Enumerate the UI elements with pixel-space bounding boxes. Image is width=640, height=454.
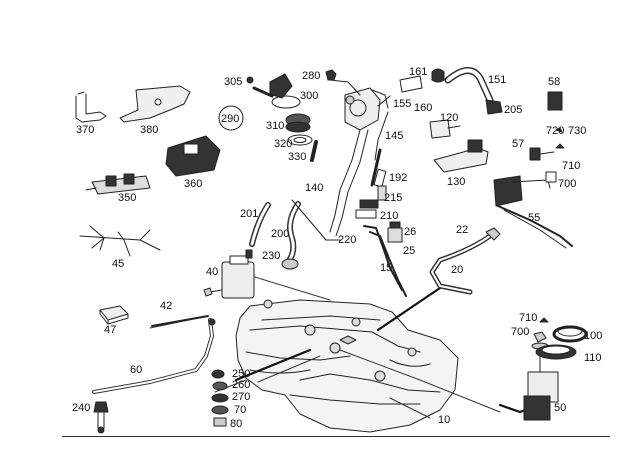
callout-300: 300 [300, 90, 319, 102]
fuel-tank [235, 299, 459, 433]
callout-370: 370 [76, 124, 95, 136]
callout-250: 250 [232, 368, 251, 380]
callout-730: 730 [568, 125, 587, 137]
callout-20: 20 [451, 264, 464, 276]
callout-200: 200 [271, 228, 290, 240]
callout-220: 220 [338, 234, 357, 246]
callout-45: 45 [112, 258, 125, 270]
ring-110 [535, 344, 577, 360]
pump-module-50 [523, 342, 559, 421]
ring-100 [552, 325, 588, 343]
callout-240: 240 [72, 402, 91, 414]
callout-270: 270 [232, 391, 251, 403]
callout-215: 215 [384, 192, 403, 204]
valve-120 [429, 119, 461, 139]
callout-330: 330 [288, 151, 307, 163]
fuel-pump [203, 249, 255, 299]
small-pipes [355, 148, 387, 219]
pad-47 [99, 305, 129, 325]
callout-700-lower: 700 [511, 326, 530, 338]
callout-320: 320 [274, 138, 293, 150]
callout-55: 55 [528, 212, 541, 224]
bracket-370 [75, 91, 107, 123]
callout-42: 42 [160, 300, 173, 312]
bracket-130 [433, 139, 489, 173]
filler-hoses [249, 199, 341, 270]
callout-380: 380 [140, 124, 159, 136]
mount-bushings [211, 369, 229, 427]
callout-145: 145 [385, 130, 404, 142]
sensors-top-right [529, 91, 565, 183]
callout-230: 230 [262, 250, 281, 262]
sender-55 [493, 175, 573, 249]
callout-161: 161 [409, 66, 428, 78]
callout-80: 80 [230, 418, 243, 430]
part-290-circle [218, 105, 244, 131]
baseline [62, 436, 610, 437]
callout-710: 710 [562, 160, 581, 172]
rod-42 [151, 315, 209, 327]
callout-100: 100 [584, 330, 603, 342]
callout-280: 280 [302, 70, 321, 82]
callout-360: 360 [184, 178, 203, 190]
callout-57: 57 [512, 138, 525, 150]
callout-130: 130 [447, 176, 466, 188]
wire-harness-45 [79, 225, 161, 257]
callout-10: 10 [438, 414, 451, 426]
callout-700: 700 [558, 178, 577, 190]
callout-50: 50 [554, 402, 567, 414]
module-360 [165, 135, 221, 177]
fuel-lines [363, 221, 501, 297]
callout-201: 201 [240, 208, 259, 220]
callout-151: 151 [488, 74, 507, 86]
callout-25: 25 [403, 245, 416, 257]
callout-70: 70 [234, 404, 247, 416]
callout-58: 58 [548, 76, 561, 88]
callout-47: 47 [104, 324, 117, 336]
callout-305: 305 [224, 76, 243, 88]
clip-710 [539, 317, 549, 323]
callout-40: 40 [206, 266, 219, 278]
callout-22: 22 [456, 224, 469, 236]
bolt-240 [93, 401, 109, 434]
callout-60: 60 [130, 364, 143, 376]
callout-310: 310 [266, 120, 285, 132]
callout-15: 15 [380, 262, 393, 274]
callout-210: 210 [380, 210, 399, 222]
callout-160: 160 [414, 102, 433, 114]
callout-110: 110 [584, 352, 602, 364]
bracket-380 [119, 85, 191, 123]
filler-neck [310, 79, 389, 237]
callout-140: 140 [305, 182, 324, 194]
callout-120: 120 [440, 112, 459, 124]
callout-710-lower: 710 [519, 312, 538, 324]
washer-700 [533, 331, 547, 343]
callout-350: 350 [118, 192, 137, 204]
vent-hoses [377, 67, 503, 115]
callout-192: 192 [389, 172, 408, 184]
callout-155: 155 [393, 98, 412, 110]
callout-205: 205 [504, 104, 523, 116]
callout-260: 260 [232, 379, 251, 391]
strap-60 [92, 318, 216, 394]
callout-720: 720 [546, 125, 565, 137]
connector-350 [85, 173, 151, 195]
callout-290: 290 [221, 113, 240, 125]
callout-26: 26 [404, 226, 417, 238]
seal-rings [246, 69, 337, 146]
